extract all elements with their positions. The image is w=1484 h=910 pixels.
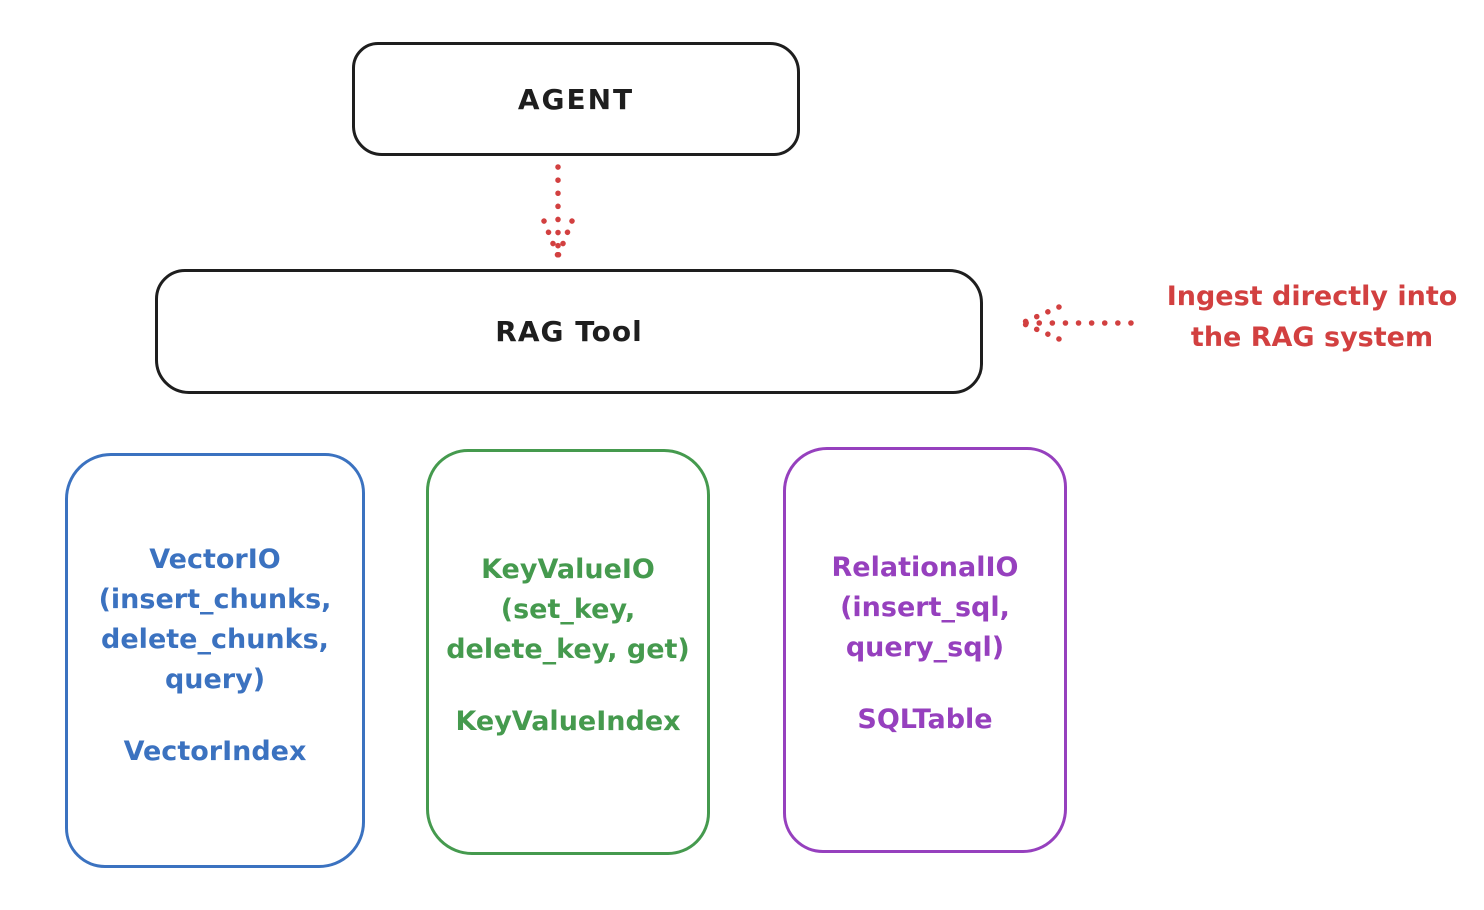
relational-io-methods-line1: (insert_sql, <box>840 592 1010 623</box>
agent-node: AGENT <box>352 42 800 156</box>
key-value-io-node: KeyValueIO (set_key, delete_key, get) Ke… <box>426 449 710 855</box>
relational-io-methods-line2: query_sql) <box>845 632 1005 663</box>
key-value-io-title: KeyValueIO <box>481 554 655 585</box>
relational-io-node: RelationalIO (insert_sql, query_sql) SQL… <box>783 447 1067 853</box>
sql-table-label: SQLTable <box>857 704 993 735</box>
ingest-annotation-line2: the RAG system <box>1190 322 1434 353</box>
vector-io-signature: VectorIO (insert_chunks, delete_chunks, … <box>99 540 332 700</box>
relational-io-title: RelationalIO <box>831 552 1019 583</box>
key-value-io-methods-line1: (set_key, <box>500 594 636 625</box>
rag-tool-label: RAG Tool <box>495 315 643 348</box>
vector-io-methods-line3: query) <box>164 664 266 695</box>
relational-io-signature: RelationalIO (insert_sql, query_sql) <box>832 548 1019 668</box>
key-value-index-label: KeyValueIndex <box>455 706 681 737</box>
vector-io-node: VectorIO (insert_chunks, delete_chunks, … <box>65 453 365 868</box>
agent-to-ragtool-dotted-arrow-icon <box>541 164 575 259</box>
vector-io-title: VectorIO <box>149 544 281 575</box>
vector-io-methods-line1: (insert_chunks, <box>98 584 332 615</box>
key-value-io-signature: KeyValueIO (set_key, delete_key, get) <box>446 550 690 670</box>
ingest-annotation-line1: Ingest directly into <box>1166 281 1458 312</box>
agent-label: AGENT <box>517 82 635 116</box>
ingest-annotation: Ingest directly into the RAG system <box>1140 276 1484 358</box>
vector-io-methods-line2: delete_chunks, <box>101 624 329 655</box>
key-value-io-methods-line2: delete_key, get) <box>446 634 690 665</box>
annotation-to-ragtool-dotted-arrow-icon <box>1019 304 1134 342</box>
vector-index-label: VectorIndex <box>123 736 307 767</box>
rag-tool-node: RAG Tool <box>155 269 983 394</box>
